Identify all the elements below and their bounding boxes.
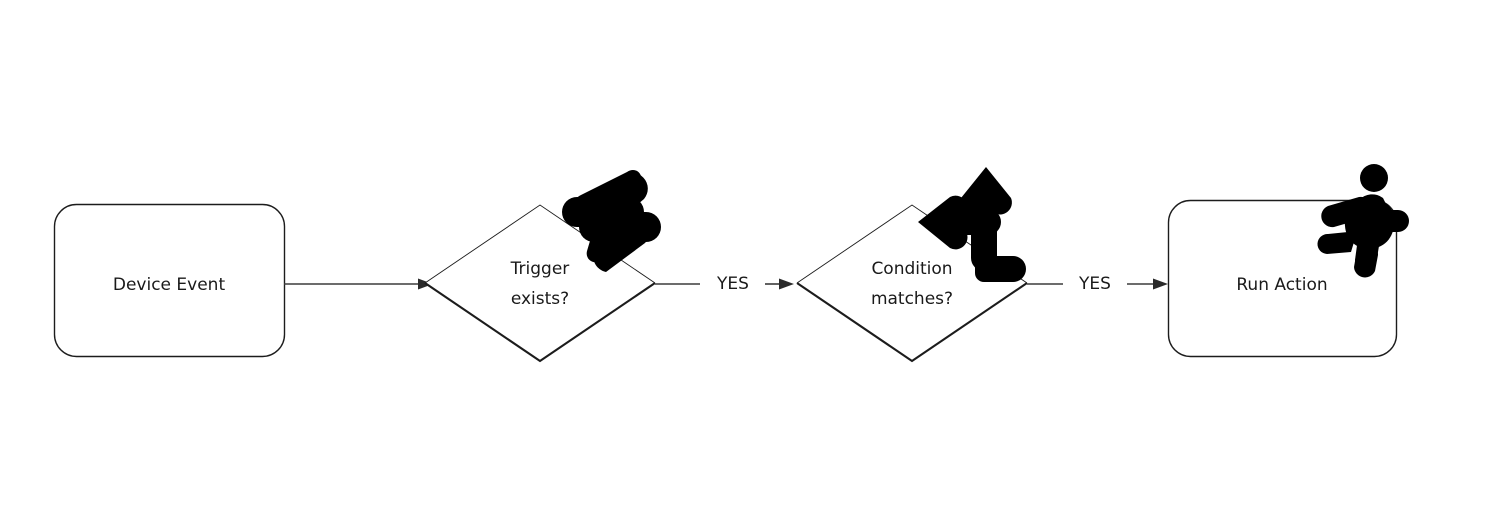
edge-trigger-to-condition-label: YES xyxy=(716,274,749,294)
edge-condition-to-action-label: YES xyxy=(1078,274,1111,294)
node-device-event[interactable]: Device Event xyxy=(53,203,286,358)
condition-diamond-lower-edges xyxy=(796,282,1028,363)
edge-condition-to-action-arrowhead xyxy=(1153,278,1168,290)
run-action-label: Run Action xyxy=(1236,275,1327,295)
edge-trigger-to-condition-arrowhead xyxy=(779,278,794,290)
edge-condition-to-action: YES xyxy=(1027,274,1168,294)
edge-trigger-to-condition: YES xyxy=(655,274,794,294)
condition-matches-label-line2: matches? xyxy=(871,289,953,309)
edge-event-to-trigger xyxy=(284,278,433,290)
trigger-exists-label-line1: Trigger xyxy=(510,259,570,279)
running-person-head xyxy=(1360,164,1388,192)
node-condition-matches[interactable]: Condition matches? xyxy=(796,167,1028,363)
condition-matches-label-line1: Condition xyxy=(871,259,952,279)
trigger-exists-label-line2: exists? xyxy=(511,289,569,309)
lightning-bolt-icon-body xyxy=(562,172,661,272)
trigger-diamond-lower-edges xyxy=(424,282,656,363)
device-event-shape[interactable] xyxy=(53,203,286,358)
branch-arrows-icon xyxy=(918,167,1026,282)
device-event-label: Device Event xyxy=(113,275,226,295)
running-person-icon xyxy=(1317,164,1409,278)
node-run-action[interactable]: Run Action xyxy=(1167,164,1410,358)
node-trigger-exists[interactable]: Trigger exists? xyxy=(424,170,661,363)
